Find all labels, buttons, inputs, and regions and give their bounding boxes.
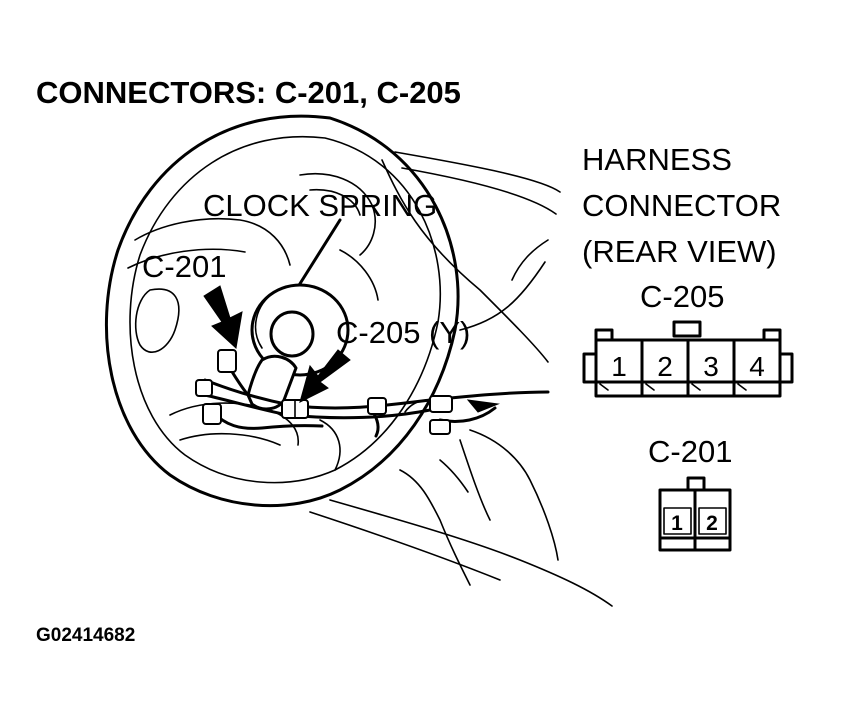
c201-callout-arrow (203, 285, 243, 349)
harness-label-line3: (REAR VIEW) (582, 234, 777, 269)
c205-pin-3: 3 (703, 351, 719, 382)
c201-pin-1: 1 (671, 512, 683, 535)
c205-callout-arrow (299, 349, 351, 403)
figure-code: G02414682 (36, 625, 135, 646)
c205-connector-title: C-205 (640, 279, 724, 314)
harness-label-line2: CONNECTOR (582, 188, 781, 223)
harness-label-line1: HARNESS (582, 142, 732, 177)
diagram-title: CONNECTORS: C-201, C-205 (36, 75, 461, 110)
c205-connector-face: 1 2 3 4 (582, 320, 794, 398)
c205-pin-1: 1 (611, 351, 627, 382)
c201-connector-title: C-201 (648, 434, 732, 469)
c205-pin-4: 4 (749, 351, 765, 382)
steering-wheel-illustration (104, 114, 613, 607)
c205-callout-label: C-205 (Y) (336, 315, 470, 350)
c201-connector-face: 1 2 (658, 476, 732, 552)
c205-pin-2: 2 (657, 351, 673, 382)
c201-pin-2: 2 (706, 512, 718, 535)
clock-spring-label: CLOCK SPRING (203, 188, 437, 223)
c201-callout-label: C-201 (142, 249, 226, 284)
